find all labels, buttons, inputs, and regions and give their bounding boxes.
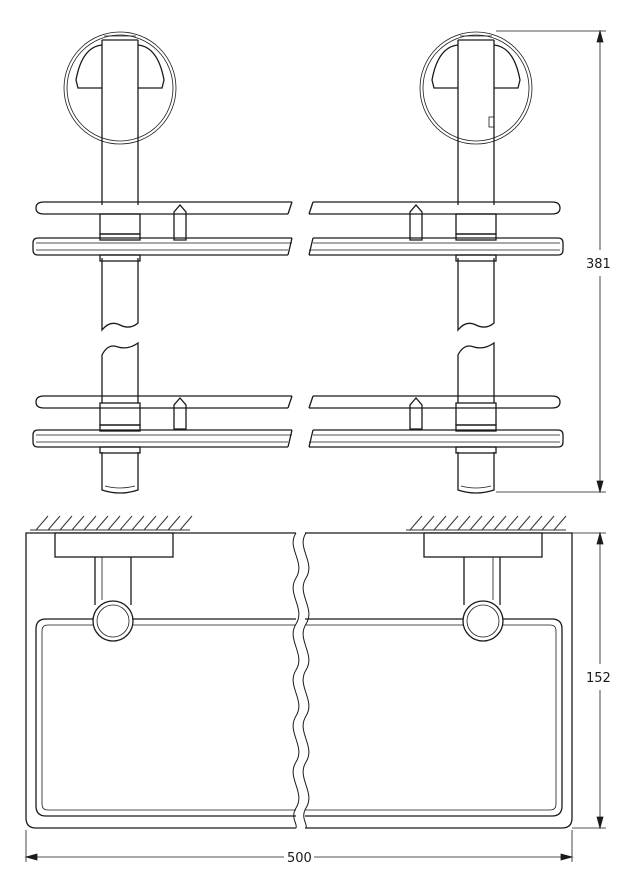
upper-right-clip <box>409 204 423 241</box>
depth-dimension-label: 152 <box>586 671 611 686</box>
right-mount-plate <box>423 532 543 558</box>
upper-rail-left <box>35 201 292 215</box>
upper-glass-left <box>32 237 292 256</box>
lower-left-collar <box>99 402 141 426</box>
left-tube-section <box>92 600 134 642</box>
width-dimension-label: 500 <box>287 851 312 866</box>
right-lower-tube <box>457 341 495 403</box>
right-wall-bracket <box>419 31 533 494</box>
shelf-outline-right <box>305 532 573 829</box>
right-side-mount <box>423 532 543 642</box>
left-side-mount <box>54 532 174 642</box>
lower-left-clip <box>173 397 187 430</box>
side-view <box>25 515 573 829</box>
left-clamp-arc <box>75 44 103 89</box>
left-wall-bracket <box>63 31 177 494</box>
lower-rail-right <box>309 395 561 409</box>
left-wall-flange <box>63 31 177 145</box>
break-line-right <box>302 532 310 829</box>
left-lower-tube <box>101 341 139 403</box>
upper-rail-right <box>309 201 561 215</box>
left-mount-plate <box>54 532 174 558</box>
upper-right-collar <box>455 213 497 235</box>
lower-glass-left <box>32 429 292 448</box>
right-clamp-arc <box>431 44 459 89</box>
right-wall-flange <box>419 31 533 145</box>
depth-dimension <box>572 531 606 830</box>
front-view <box>32 31 564 494</box>
left-middle-tube <box>101 258 139 332</box>
height-dimension-label: 381 <box>586 257 611 272</box>
lower-right-clip <box>409 397 423 430</box>
wall-hatch-left <box>30 515 193 531</box>
upper-shelf <box>32 201 564 262</box>
right-middle-tube <box>457 258 495 332</box>
wall-hatch-right <box>406 515 567 531</box>
width-dimension <box>24 830 574 862</box>
lower-right-collar <box>455 402 497 426</box>
left-bottom-tube <box>101 452 139 494</box>
lower-rail-left <box>35 395 292 409</box>
upper-left-collar <box>99 213 141 235</box>
inner-frame-right <box>305 618 563 817</box>
break-line-left <box>292 532 300 829</box>
inner-frame-left <box>35 618 296 817</box>
upper-left-clip <box>173 204 187 241</box>
left-upper-tube <box>101 40 139 205</box>
height-dimension <box>496 29 606 494</box>
right-bottom-tube <box>457 452 495 494</box>
upper-glass-right <box>309 237 564 256</box>
lower-glass-right <box>309 429 564 448</box>
right-tube-section <box>462 600 504 642</box>
lower-shelf <box>32 395 564 454</box>
shelf-outline-left <box>25 532 296 829</box>
